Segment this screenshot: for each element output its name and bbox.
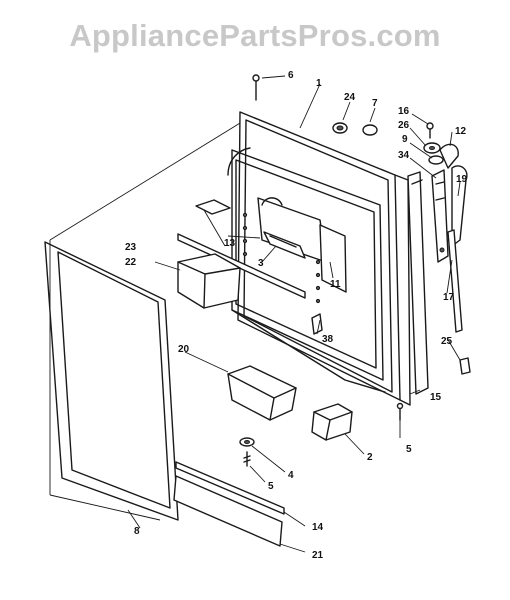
callout-14: 14 <box>312 522 324 533</box>
hinge-bushing <box>428 155 444 165</box>
callout-4: 4 <box>288 470 294 481</box>
door-stop <box>362 124 378 136</box>
handle-end-cap <box>451 165 468 247</box>
callout-11: 11 <box>330 279 341 290</box>
butter-bin <box>177 253 241 309</box>
callout-13: 13 <box>224 238 236 249</box>
callout-23: 23 <box>125 242 137 253</box>
shelf-support-dots <box>242 212 321 304</box>
hinge-washer-top <box>423 142 441 154</box>
callout-15: 15 <box>430 392 442 403</box>
callout-25: 25 <box>441 336 453 347</box>
shelf-bar <box>177 233 306 299</box>
callout-34: 34 <box>398 150 410 161</box>
callout-19: 19 <box>456 174 468 185</box>
callout-16: 16 <box>398 106 410 117</box>
callout-26: 26 <box>398 120 410 131</box>
callout-21: 21 <box>312 550 324 561</box>
trim-strip-lower <box>173 475 283 547</box>
door-stop-cap <box>332 122 348 134</box>
hinge-cap <box>439 143 459 169</box>
small-pad <box>195 199 231 215</box>
shelf-clip <box>311 313 323 335</box>
callout-9: 9 <box>402 134 408 145</box>
top-hinge-bracket <box>431 169 449 263</box>
watermark: AppliancePartsPros.com <box>69 18 441 53</box>
callout-24: 24 <box>344 92 356 103</box>
callout-2: 2 <box>367 452 373 463</box>
door-top-screw <box>252 74 260 101</box>
callout-7: 7 <box>372 98 378 109</box>
callout-20: 20 <box>178 344 190 355</box>
hinge-screw-right <box>396 402 404 421</box>
cabinet-outline <box>49 119 246 521</box>
hinge-washer <box>239 437 255 447</box>
callout-8: 8 <box>134 526 140 537</box>
callout-12: 12 <box>455 126 467 137</box>
callout-1: 1 <box>316 78 322 89</box>
callout-3: 3 <box>258 258 264 269</box>
callout-5-right: 5 <box>406 444 412 455</box>
callout-38: 38 <box>322 334 334 345</box>
callout-22: 22 <box>125 257 137 268</box>
handle-rod <box>447 229 463 333</box>
callout-5-left: 5 <box>268 481 274 492</box>
outer-door-edge <box>394 174 411 406</box>
bottom-plug <box>459 357 471 375</box>
bracket <box>311 403 353 441</box>
hinge-screw-lower <box>243 451 251 467</box>
dairy-compartment <box>257 197 347 293</box>
handle-strip <box>407 171 429 395</box>
callout-17: 17 <box>443 292 455 303</box>
hinge-screw-top <box>426 122 434 139</box>
callout-6: 6 <box>288 70 294 81</box>
door-gasket <box>44 241 179 521</box>
leader-lines <box>127 75 461 553</box>
callout-labels: 6 1 24 7 16 26 12 9 34 19 13 23 22 3 11 … <box>125 70 468 561</box>
trim-strip-upper <box>175 461 285 515</box>
door-bin <box>227 365 297 421</box>
